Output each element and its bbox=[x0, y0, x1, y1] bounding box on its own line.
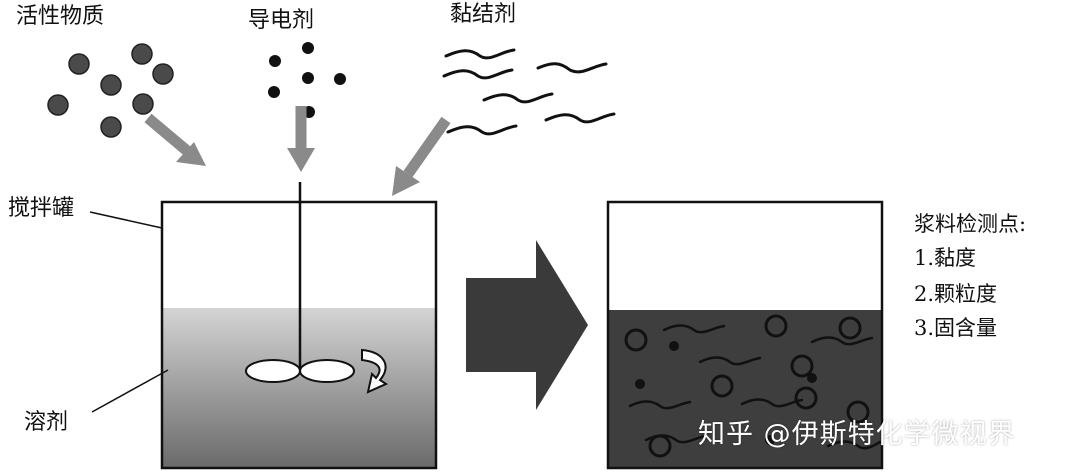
solvent-leader-line bbox=[91, 369, 169, 413]
dot bbox=[302, 72, 314, 84]
dot bbox=[334, 73, 346, 85]
particle bbox=[100, 116, 122, 138]
particle bbox=[100, 74, 122, 96]
slurry-dots bbox=[635, 341, 817, 445]
particle bbox=[47, 94, 69, 116]
conductive-agent-dots bbox=[268, 42, 346, 118]
binder-chain bbox=[442, 68, 514, 80]
impeller-blade-left bbox=[245, 359, 301, 383]
process-arrow bbox=[466, 240, 588, 410]
checkpoint-item: 1.黏度 bbox=[914, 246, 977, 270]
slurry-tank bbox=[606, 200, 884, 470]
particle bbox=[132, 93, 154, 115]
rotation-arrow-icon bbox=[361, 348, 389, 394]
watermark: 知乎 @伊斯特化学微视界 bbox=[698, 419, 1016, 450]
active-material-label: 活性物质 bbox=[16, 4, 105, 29]
binder-chain bbox=[482, 92, 554, 104]
binder-chain bbox=[444, 48, 516, 60]
binder-chain bbox=[446, 124, 518, 136]
particle bbox=[68, 53, 90, 75]
slurry-particles bbox=[624, 314, 870, 458]
tank-leader-line bbox=[89, 211, 163, 229]
binder-squiggles bbox=[442, 48, 616, 136]
particle bbox=[152, 63, 174, 85]
checkpoint-item: 2.颗粒度 bbox=[914, 282, 998, 306]
arrow-conductive-agent bbox=[287, 106, 315, 172]
dot bbox=[302, 42, 314, 54]
active-material-particles bbox=[47, 43, 174, 138]
slurry-binder bbox=[628, 324, 882, 450]
binder-chain bbox=[544, 112, 616, 124]
mixing-tank-label: 搅拌罐 bbox=[8, 196, 75, 221]
arrow-binder bbox=[392, 116, 451, 196]
conductive-agent-label: 导电剂 bbox=[248, 8, 315, 33]
checkpoints-title: 浆料检测点: bbox=[914, 212, 1027, 236]
dot bbox=[269, 55, 281, 67]
mixing-tank bbox=[160, 182, 438, 470]
impeller-blade-right bbox=[299, 359, 355, 383]
checkpoint-item: 3.固含量 bbox=[914, 316, 998, 340]
particle bbox=[131, 43, 153, 65]
binder-chain bbox=[536, 62, 608, 74]
solvent-label: 溶剂 bbox=[24, 410, 69, 435]
arrow-active-material bbox=[144, 113, 206, 166]
binder-label: 黏结剂 bbox=[450, 2, 517, 27]
slurry-tank-outline bbox=[606, 200, 884, 470]
input-arrows bbox=[144, 106, 451, 196]
dot bbox=[268, 86, 280, 98]
